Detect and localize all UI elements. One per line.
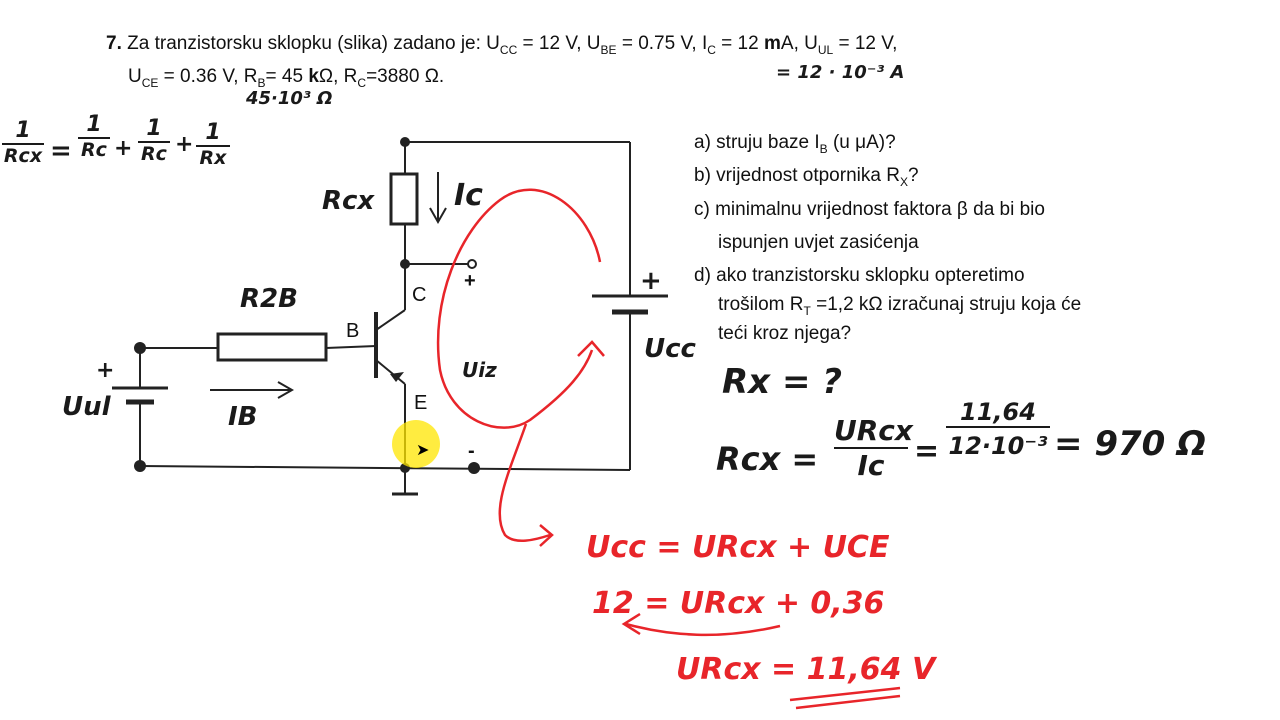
transistor-collector-leg	[375, 309, 406, 331]
formula-plus-1: +	[114, 136, 133, 161]
cursor-highlight	[392, 420, 440, 468]
mouse-pointer-icon: ➤	[416, 442, 430, 459]
hand-uiz: Uiz	[462, 358, 497, 382]
question-c-line2: ispunjen uvjet zasićenja	[718, 232, 919, 253]
question-b: b) vrijednost otpornika RX?	[694, 165, 919, 189]
rcx-lhs: Rcx =	[716, 440, 819, 478]
hand-ucc: Ucc	[644, 334, 696, 364]
ic-note: = 12 · 10⁻³ A	[776, 62, 905, 83]
rx-question: Rx = ?	[722, 362, 842, 402]
rcx-eq2: =	[914, 434, 940, 469]
node-bottom-left	[134, 460, 146, 472]
resistor-rcx	[389, 172, 419, 226]
hand-ucc-plus: +	[640, 266, 662, 296]
formula-equals: =	[50, 136, 72, 166]
label-base: B	[346, 320, 360, 342]
node-base-left	[134, 342, 146, 354]
arrow-ib	[210, 381, 295, 399]
formula-term-3: 1 Rx	[196, 120, 230, 169]
question-d-line2: trošilom RT =1,2 kΩ izračunaj struju koj…	[718, 294, 1082, 318]
rcx-fraction: URcx Ic	[834, 414, 913, 482]
red-underline	[789, 686, 901, 710]
transistor-emitter-leg	[375, 359, 406, 385]
question-c-line1: c) minimalnu vrijednost faktora β da bi …	[694, 199, 1045, 220]
label-output-plus: +	[464, 270, 476, 292]
question-a: a) struju baze IB (u μA)?	[694, 132, 896, 156]
question-d-line3: teći kroz njega?	[718, 323, 852, 344]
formula-lhs: 1 Rcx	[2, 118, 44, 167]
formula-plus-2: +	[175, 132, 194, 157]
hand-uul-plus: +	[96, 358, 115, 383]
resistor-r2b	[216, 332, 328, 362]
problem-line-1: 7. Za tranzistorsku sklopku (slika) zada…	[106, 33, 898, 57]
formula-term-2: 1 Rc	[138, 116, 170, 165]
red-equation-1: Ucc = URcx + UCE	[586, 530, 890, 565]
problem-number: 7.	[106, 33, 122, 54]
red-equation-2: 12 = URcx + 0,36	[592, 586, 885, 621]
wire-bottom	[139, 465, 631, 471]
red-back-arrow	[621, 612, 781, 637]
label-emitter: E	[414, 392, 428, 414]
terminal-plus	[467, 259, 477, 269]
red-connector-arrow	[498, 423, 554, 547]
red-loop	[436, 188, 602, 429]
rb-note: 45·10³ Ω	[246, 88, 333, 109]
wire-base-right	[325, 345, 377, 349]
label-collector: C	[412, 284, 427, 306]
red-loop-arrowhead	[577, 340, 605, 357]
hand-rcx: Rcx	[322, 186, 375, 216]
rcx-result: = 970 Ω	[1054, 424, 1207, 464]
problem-line-2: UCE = 0.36 V, RB= 45 kΩ, RC=3880 Ω.	[128, 66, 445, 90]
hand-r2b: R2B	[240, 284, 298, 314]
value-fraction: 11,64 12·10⁻³	[946, 398, 1050, 460]
formula-term-1: 1 Rc	[78, 112, 110, 161]
hand-uul: Uul	[62, 392, 111, 422]
red-equation-3: URcx = 11,64 V	[676, 652, 936, 687]
terminal-minus	[468, 462, 480, 474]
label-output-minus: -	[468, 440, 475, 462]
arrow-ic	[429, 172, 447, 225]
node-collector	[400, 259, 410, 269]
question-d-line1: d) ako tranzistorsku sklopku opteretimo	[694, 265, 1025, 286]
hand-ic: Ic	[454, 178, 483, 213]
node-top	[400, 137, 410, 147]
emitter-arrowhead	[390, 372, 404, 382]
hand-ib: IB	[228, 402, 258, 432]
